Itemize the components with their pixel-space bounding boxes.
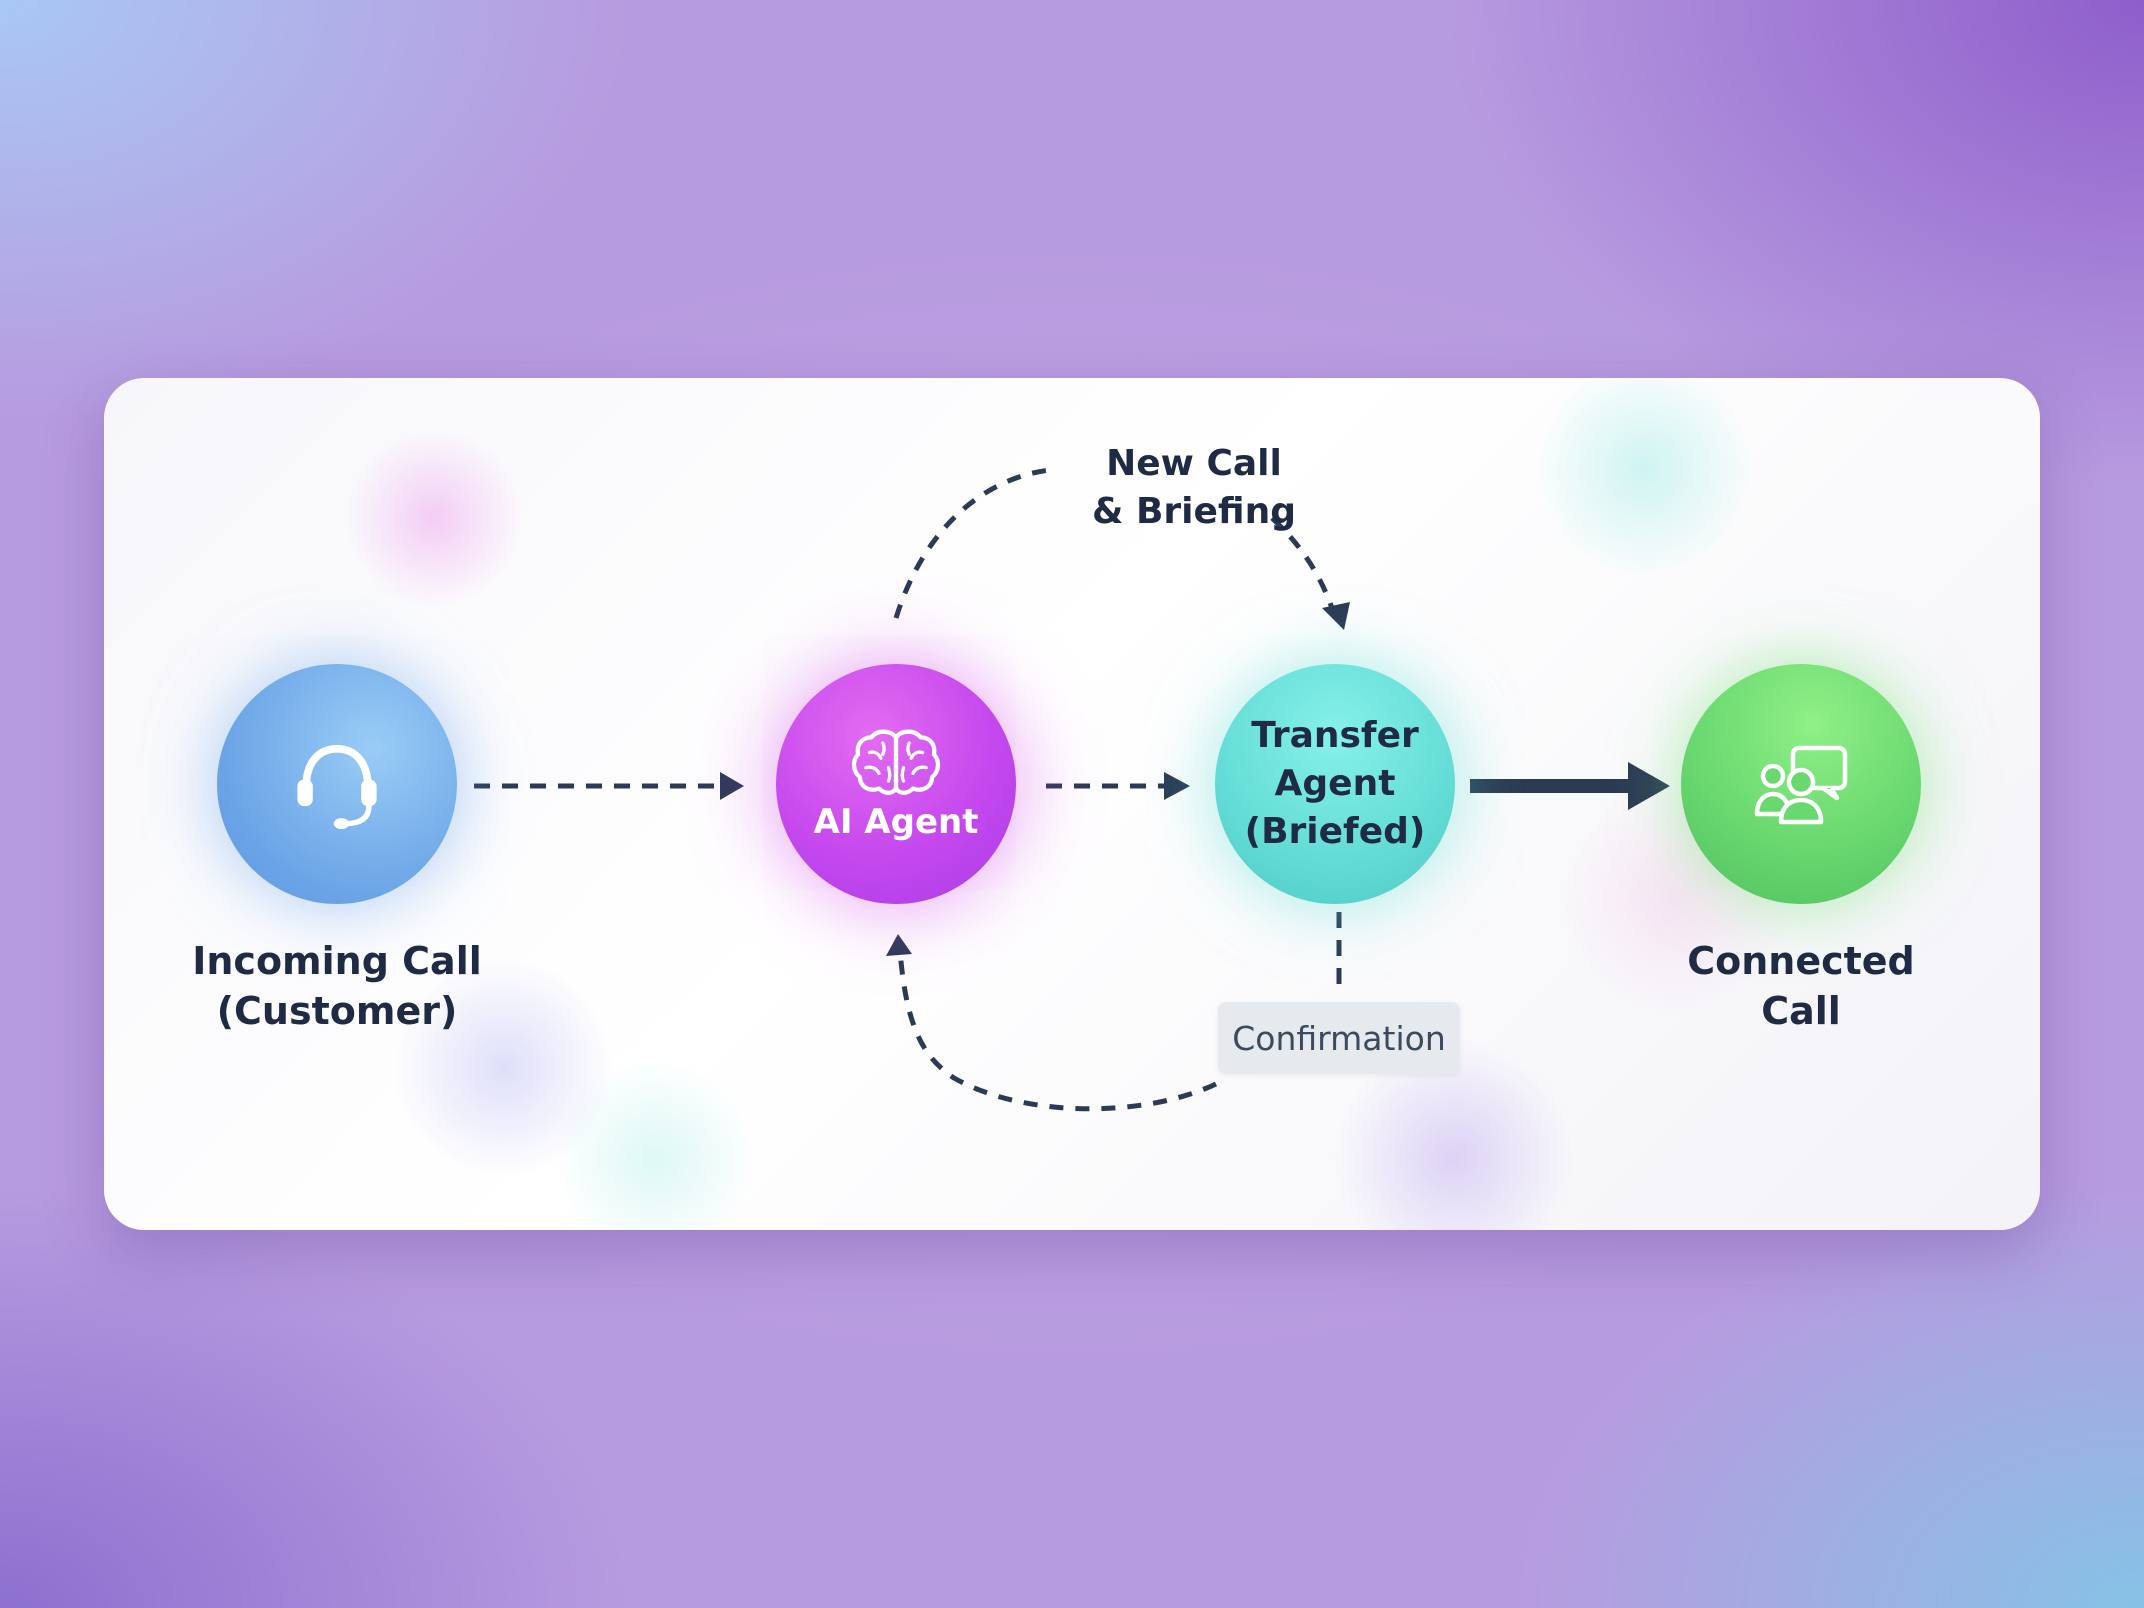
node-ai-agent[interactable]: AI Agent	[776, 664, 1016, 904]
ai-agent-label: AI Agent	[813, 802, 979, 842]
arc-confirmation-to-ai	[897, 949, 1218, 1112]
node-transfer-agent[interactable]: Transfer Agent (Briefed)	[1215, 664, 1455, 904]
connected-call-caption: Connected Call	[1687, 939, 1915, 1033]
incoming-call-caption: Incoming Call (Customer)	[192, 939, 482, 1033]
arc-new-call-left	[893, 467, 1051, 619]
arrow-head-incoming-to-ai	[720, 772, 744, 800]
connectors	[474, 467, 1670, 1112]
transfer-agent-label: Transfer Agent (Briefed)	[1244, 715, 1426, 852]
diagram-card: AI Agent Transfer Agent (Briefed) Incomi…	[104, 378, 2040, 1230]
headset-icon	[297, 744, 377, 830]
arrow-head-new-call	[1322, 602, 1350, 630]
arrow-head-confirmation-to-ai	[886, 934, 912, 956]
arrow-head-transfer-to-connected	[1628, 762, 1670, 810]
users-chat-icon	[1754, 745, 1848, 825]
confirmation-badge: Confirmation	[1218, 1002, 1460, 1074]
node-connected-call[interactable]	[1681, 664, 1921, 904]
brain-icon	[851, 729, 941, 795]
new-call-briefing-label: New Call & Briefing	[1092, 443, 1296, 532]
arc-new-call-right	[1270, 516, 1337, 615]
arrow-head-ai-to-transfer	[1164, 772, 1190, 800]
node-incoming-call[interactable]	[217, 664, 457, 904]
